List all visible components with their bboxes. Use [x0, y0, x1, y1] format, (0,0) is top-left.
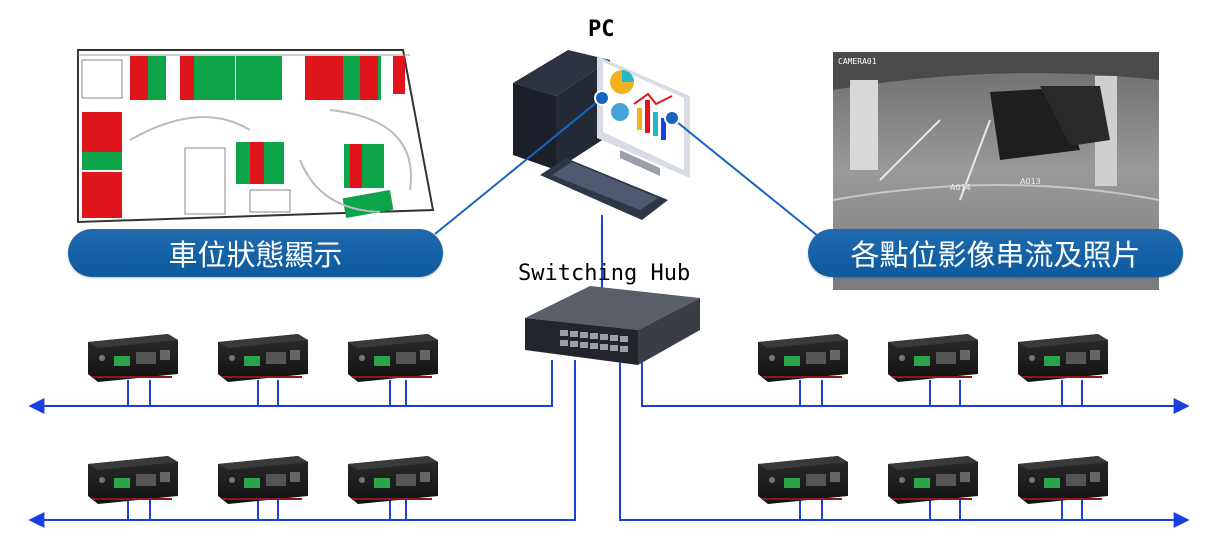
controller-device — [1018, 334, 1108, 382]
camera-stream-label: 各點位影像串流及照片 — [808, 229, 1183, 277]
controller-device — [88, 456, 178, 504]
bay-label: A014 — [950, 183, 971, 192]
floor-plan — [77, 49, 435, 224]
parking-space-occupied — [393, 56, 405, 94]
controller-device — [888, 456, 978, 504]
parking-space-occupied — [305, 56, 343, 100]
controller-device — [758, 334, 848, 382]
pc-icon — [513, 50, 690, 220]
parking-space-occupied — [82, 112, 122, 152]
controller-device — [218, 456, 308, 504]
parking-space-occupied — [250, 142, 264, 184]
bay-label: A013 — [1020, 177, 1041, 186]
controller-device — [758, 456, 848, 504]
parking-space-vacant — [236, 56, 282, 100]
parking-space-occupied — [360, 56, 378, 100]
parking-space-vacant — [148, 56, 166, 100]
controller-device — [348, 334, 438, 382]
parking-space-vacant — [342, 189, 394, 219]
controller-device — [348, 456, 438, 504]
bus-lines — [28, 360, 1190, 528]
hub-title: Switching Hub — [518, 261, 690, 286]
parking-space-occupied — [350, 144, 362, 188]
link-pc-to-status — [434, 97, 603, 235]
pc-title: PC — [588, 17, 615, 42]
parking-space-vacant — [82, 152, 122, 170]
controller-device — [88, 334, 178, 382]
parking-space-occupied — [180, 56, 194, 100]
camera-name-overlay: CAMERA01 — [838, 57, 877, 66]
controller-device — [218, 334, 308, 382]
parking-status-label: 車位狀態顯示 — [68, 229, 443, 277]
controller-device — [1018, 456, 1108, 504]
parking-space-occupied — [82, 172, 122, 218]
link-pc-to-camera — [671, 117, 819, 237]
controller-device — [888, 334, 978, 382]
switching-hub-icon — [525, 286, 700, 365]
